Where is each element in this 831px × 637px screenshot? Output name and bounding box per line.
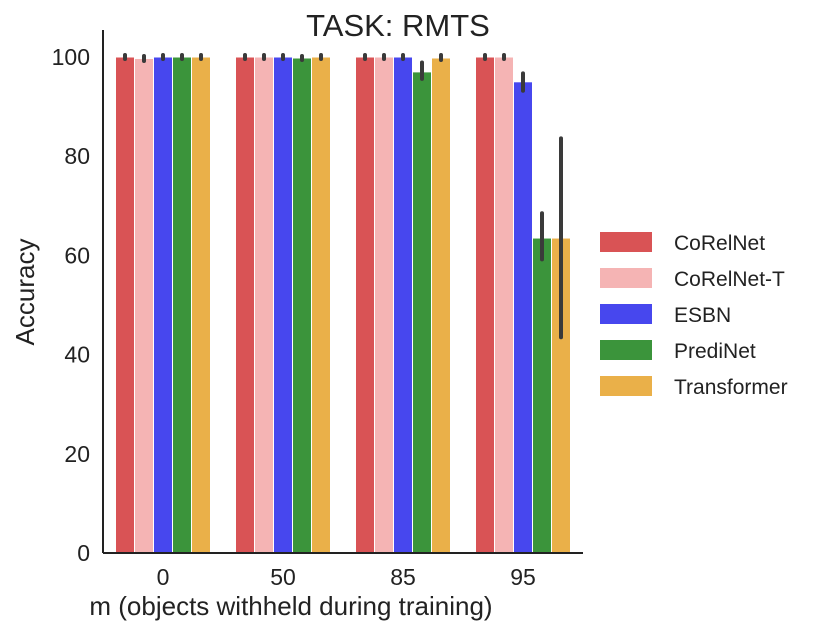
bar-transformer-50: [311, 56, 331, 554]
x-tick-label: 95: [510, 564, 536, 590]
legend-label: PrediNet: [674, 340, 756, 363]
legend-label: CoRelNet: [674, 232, 765, 255]
bar-esbn-50: [273, 56, 293, 554]
y-tick-label: 0: [77, 540, 90, 566]
x-tick-label: 85: [390, 564, 416, 590]
axes-group: [102, 30, 583, 554]
x-axis-title: m (objects withheld during training): [89, 591, 492, 621]
bar-transformer-0: [191, 56, 211, 554]
y-tick-label: 20: [64, 441, 90, 467]
y-tick-label: 60: [64, 242, 90, 268]
bar-corelnet-95: [475, 56, 495, 554]
chart-title: TASK: RMTS: [306, 8, 490, 43]
legend-label: ESBN: [674, 304, 731, 327]
bars-group: [115, 56, 571, 554]
y-tick-labels: 0 20 40 60 80 100: [52, 44, 90, 566]
y-axis-title: Accuracy: [10, 239, 40, 346]
legend-swatch: [600, 232, 652, 252]
bar-corelnet-t-85: [374, 56, 394, 554]
x-tick-labels: 0 50 85 95: [157, 564, 536, 590]
bar-corelnet-t-95: [494, 56, 514, 554]
bar-corelnet-t-50: [254, 56, 274, 554]
bar-corelnet-85: [355, 56, 375, 554]
bar-predinet-50: [292, 57, 312, 554]
x-tick-label: 0: [157, 564, 170, 590]
legend-swatch: [600, 340, 652, 360]
legend-label: CoRelNet-T: [674, 268, 785, 291]
y-tick-label: 40: [64, 342, 90, 368]
y-tick-label: 100: [52, 44, 90, 70]
bar-esbn-95: [513, 81, 533, 554]
y-tick-label: 80: [64, 143, 90, 169]
bar-corelnet-0: [115, 56, 135, 554]
bar-predinet-85: [412, 71, 432, 554]
error-bars-group: [123, 53, 563, 340]
x-tick-label: 50: [270, 564, 296, 590]
legend-swatch: [600, 376, 652, 396]
legend-label: Transformer: [674, 376, 788, 399]
bar-corelnet-50: [235, 56, 255, 554]
bar-esbn-0: [153, 56, 173, 554]
bar-transformer-85: [431, 57, 451, 554]
legend-swatch: [600, 304, 652, 324]
bar-esbn-85: [393, 56, 413, 554]
bar-predinet-95: [532, 237, 552, 554]
bar-corelnet-t-0: [134, 57, 154, 554]
legend-swatch: [600, 268, 652, 288]
bar-predinet-0: [172, 56, 192, 554]
